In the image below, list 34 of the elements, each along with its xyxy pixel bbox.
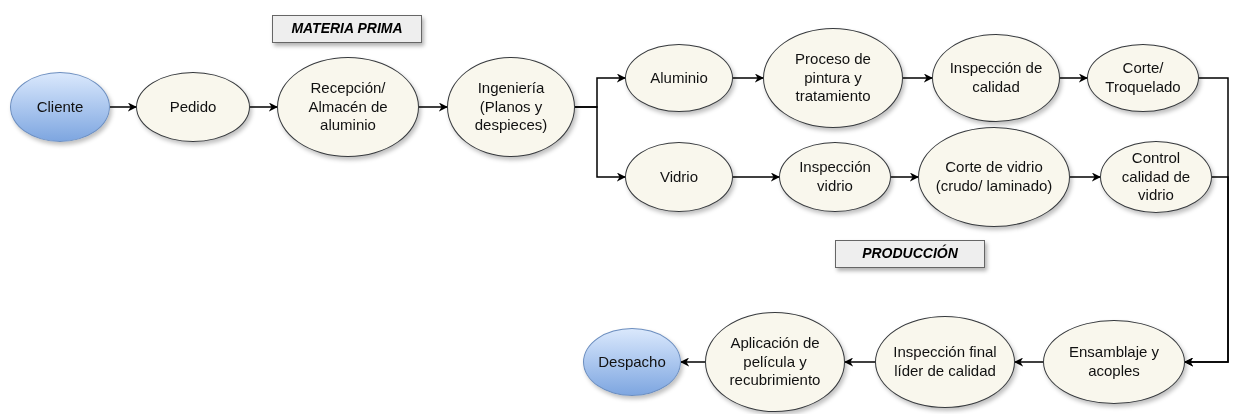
node-label: Ensamblaje y acoples: [1067, 343, 1160, 381]
node-label: Inspección de calidad: [948, 59, 1044, 97]
node-label: Vidrio: [659, 167, 699, 187]
arrow: [1069, 172, 1101, 182]
arrow: [249, 102, 278, 112]
node-label: Ingeniería (Planos y despieces): [473, 78, 549, 136]
arrow: [574, 106, 626, 182]
node-label: Corte de vidrio (crudo/ laminado): [934, 158, 1054, 196]
arrow: [1059, 73, 1088, 83]
arrow: [109, 102, 137, 112]
node-label: Recepción/ Almacén de aluminio: [307, 78, 389, 136]
arrow: [418, 102, 448, 112]
arrow: [844, 357, 876, 367]
arrow: [732, 73, 764, 83]
node-label: Cliente: [36, 97, 84, 117]
section-label-box: [272, 15, 422, 43]
node-label: Inspección vidrio: [798, 158, 872, 196]
arrow: [1184, 176, 1229, 367]
node-label: Aluminio: [650, 68, 708, 88]
section-label-box: [835, 240, 985, 268]
node-label: Proceso de pintura y tratamiento: [794, 49, 872, 107]
arrow: [680, 357, 706, 367]
node-label: Pedido: [169, 97, 217, 117]
arrow: [902, 73, 933, 83]
section-title: PRODUCCIÓN: [862, 245, 958, 263]
arrow: [732, 172, 780, 182]
arrow: [890, 172, 919, 182]
node-label: Control calidad de vidrio: [1120, 148, 1192, 206]
node-label: Corte/ Troquelado: [1104, 59, 1182, 97]
node-label: Despacho: [598, 352, 666, 372]
arrow: [1014, 357, 1044, 367]
section-title: MATERIA PRIMA: [291, 20, 403, 38]
node-label: Inspección final líder de calidad: [892, 343, 998, 381]
node-label: Aplicación de película y recubrimiento: [728, 333, 822, 391]
